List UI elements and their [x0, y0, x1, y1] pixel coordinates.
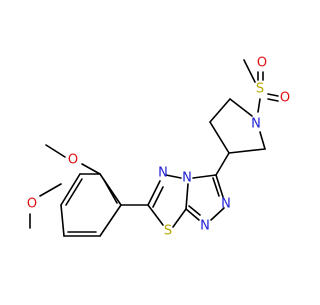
- bond-pip2: [209, 98, 231, 123]
- atom-layer: O O N N N N S N S O O: [27, 56, 290, 239]
- bond-ar1: [99, 173, 122, 206]
- bond-layer: [29, 59, 279, 237]
- bond-o1-ring: [81, 163, 101, 175]
- bond-s-o2-b: [267, 98, 279, 102]
- bond-s-o2: [267, 93, 279, 97]
- atom-n-bridge: N: [182, 171, 192, 186]
- atom-o-methoxy-top: O: [68, 153, 78, 168]
- bond-n-c7a: [185, 208, 200, 221]
- bond-o2-ring: [39, 183, 62, 197]
- bond-s-methyl: [243, 59, 256, 83]
- bond-c3-n-inner: [212, 177, 220, 197]
- bond-c6-s: [147, 204, 164, 226]
- bond-pip3: [229, 98, 253, 117]
- bond-c7a-nbridge: [185, 183, 189, 210]
- bond-n-c7a-inner: [188, 205, 201, 216]
- atom-o-sulfonyl-right: O: [280, 91, 290, 106]
- atom-n-piperidine: N: [251, 117, 261, 132]
- atom-o-methoxy-bottom: O: [27, 197, 37, 212]
- bond-c6-n: [147, 180, 161, 206]
- bond-pip4: [259, 131, 266, 150]
- atom-s-sulfonyl: S: [256, 82, 264, 97]
- bond-c6-n-inner: [152, 186, 164, 208]
- bond-s-c7a: [172, 208, 187, 228]
- bond-nbridge-c3: [192, 174, 217, 179]
- bond-ar4: [60, 204, 65, 237]
- bond-pip1: [209, 121, 230, 154]
- bond-methyl-o1: [45, 144, 66, 158]
- molecule-canvas: O O N N N N S N S O O: [27, 56, 290, 239]
- atom-n-thiadiazole: N: [158, 166, 168, 181]
- atom-n-triazole-right: N: [221, 197, 231, 212]
- atom-s-thiadiazole: S: [164, 224, 172, 239]
- bond-ar1-inner: [103, 179, 118, 204]
- atom-o-sulfonyl-top: O: [257, 56, 267, 71]
- bond-ar5-inner: [65, 178, 83, 206]
- bond-n-s: [257, 98, 261, 113]
- bond-n-n: [210, 207, 225, 221]
- bond-ar2: [99, 204, 122, 237]
- atom-n-triazole-bottom: N: [200, 219, 210, 234]
- bond-pip5: [228, 148, 266, 154]
- bond-c3-n: [215, 174, 224, 198]
- structure-diagram: O O N N N N S N S O O: [27, 56, 290, 239]
- bond-ar5: [60, 173, 81, 206]
- bond-c3-pip: [215, 152, 230, 176]
- bond-n-nbridge: [165, 174, 182, 179]
